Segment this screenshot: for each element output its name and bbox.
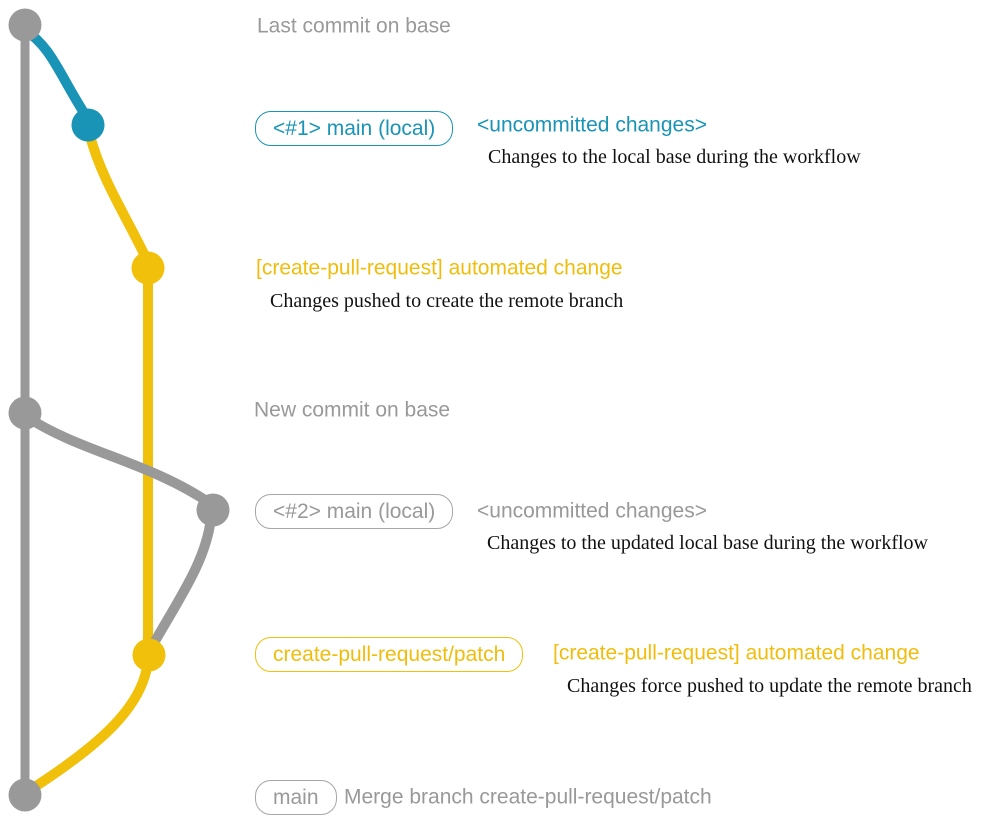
branch-badge-main-local-1: <#1> main (local) <box>255 111 454 146</box>
patch-branch-curve-from-local <box>85 131 151 263</box>
commit-dot-uncommitted-2 <box>196 493 230 527</box>
branch-badge-main-local-2: <#2> main (local) <box>255 494 454 529</box>
git-graph <box>8 8 230 812</box>
uncommitted-changes-caption-1: Changes to the local base during the wor… <box>488 146 861 168</box>
commit-dot-base-last <box>8 8 42 42</box>
commit-dot-base-new <box>8 396 42 430</box>
local-main-to-patch-curve <box>145 513 216 655</box>
commit-dot-uncommitted-1 <box>71 108 105 142</box>
new-commit-label: New commit on base <box>254 398 451 422</box>
patch-branch-merge-curve <box>25 655 153 795</box>
automated-change-caption-2: Changes force pushed to update the remot… <box>567 675 972 697</box>
automated-change-title-1: [create-pull-request] automated change <box>256 256 623 280</box>
merge-commit-label: Merge branch create-pull-request/patch <box>344 785 712 809</box>
branch-badge-main: main <box>255 780 337 815</box>
automated-change-title-2: [create-pull-request] automated change <box>553 641 920 665</box>
automated-change-caption-1: Changes pushed to create the remote bran… <box>270 290 624 312</box>
local-main-branch-curve-1 <box>20 25 91 121</box>
uncommitted-changes-caption-2: Changes to the updated local base during… <box>487 532 928 554</box>
commit-dot-patch-2 <box>132 638 166 672</box>
local-main-branch-curve-2 <box>22 412 216 509</box>
commit-dot-base-merge <box>8 778 42 812</box>
last-commit-label: Last commit on base <box>257 14 451 38</box>
commit-dot-patch-1 <box>131 251 165 285</box>
branch-badge-patch: create-pull-request/patch <box>255 637 524 672</box>
uncommitted-changes-title-2: <uncommitted changes> <box>477 499 707 523</box>
uncommitted-changes-title-1: <uncommitted changes> <box>477 113 707 137</box>
